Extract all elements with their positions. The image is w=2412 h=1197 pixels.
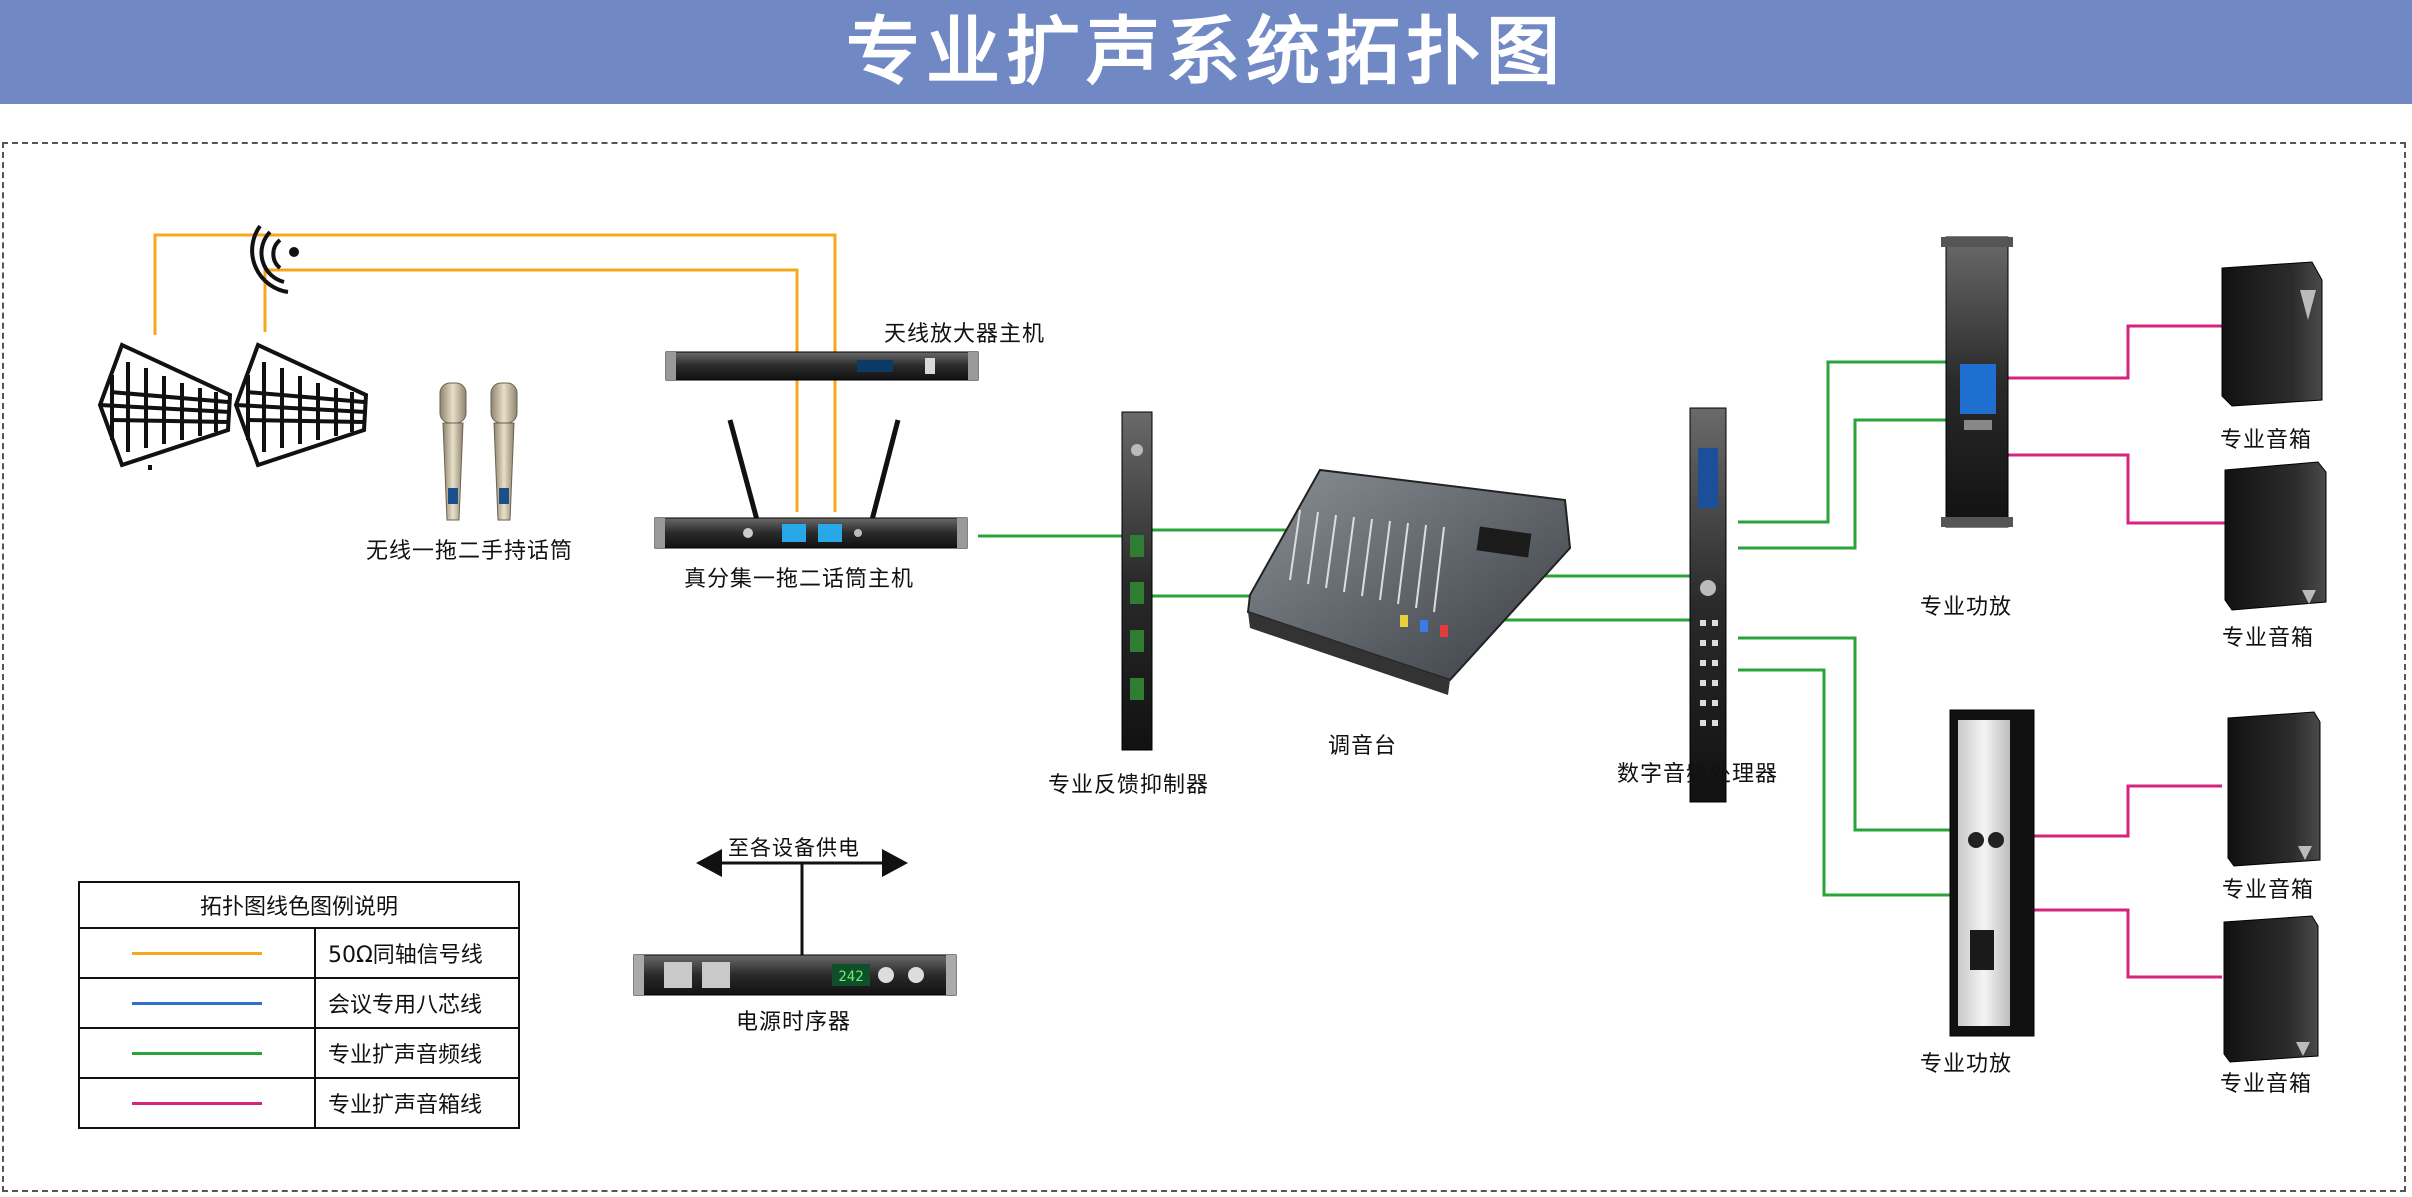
legend-swatch-speaker <box>132 1101 262 1105</box>
mixer-device <box>1246 468 1572 695</box>
legend-row: 会议专用八芯线 <box>78 977 520 1029</box>
label-amp-2: 专业功放 <box>1920 1052 2013 1077</box>
legend-swatch-audio <box>132 1051 262 1055</box>
coax-line-antenna-2 <box>263 268 799 512</box>
legend-swatch-coax <box>132 951 262 955</box>
audio-line-dsp-to-amp2-b <box>1738 668 1950 897</box>
label-mixer: 调音台 <box>1328 734 1398 759</box>
speaker-4-icon <box>2223 915 2319 1063</box>
power-double-arrow-icon <box>696 849 908 955</box>
label-power-supply-note: 至各设备供电 <box>728 836 860 860</box>
audio-lines <box>978 360 1950 897</box>
mic-receiver-device <box>654 419 968 549</box>
speaker-line-4 <box>2034 908 2222 979</box>
legend-label: 专业扩声音箱线 <box>314 1077 520 1129</box>
legend-row: 专业扩声音频线 <box>78 1027 520 1079</box>
legend-table: 拓扑图线色图例说明 50Ω同轴信号线 会议专用八芯线 专业扩声音频线 专业扩声音… <box>78 881 520 1129</box>
legend-swatch-conference <box>132 1001 262 1005</box>
audio-line-dsp-to-amp1-a <box>1738 360 1946 524</box>
amplifier-2-device <box>1949 709 2035 1037</box>
feedback-suppressor-device <box>1121 411 1153 751</box>
power-sequencer-display: 242 <box>838 969 863 985</box>
label-handheld-mics: 无线一拖二手持话筒 <box>366 539 574 564</box>
label-amp-1: 专业功放 <box>1920 595 2013 620</box>
audio-line-dsp-to-amp2-a <box>1738 636 1950 832</box>
speaker-line-1 <box>2008 324 2222 380</box>
label-speaker-4: 专业音箱 <box>2220 1072 2313 1097</box>
legend-label: 会议专用八芯线 <box>314 977 520 1029</box>
handheld-mic-2-icon <box>490 382 518 521</box>
label-dsp: 数字音频处理器 <box>1617 762 1779 787</box>
amplifier-1-device <box>1941 236 2013 528</box>
diagram-frame <box>2 142 2406 1192</box>
dsp-device <box>1689 407 1727 803</box>
power-sequencer-device: 242 <box>633 954 957 996</box>
legend-label: 50Ω同轴信号线 <box>314 927 520 979</box>
label-speaker-1: 专业音箱 <box>2220 428 2313 453</box>
wireless-signal-icon <box>250 224 299 294</box>
title-bar: 专业扩声系统拓扑图 <box>0 0 2412 104</box>
speaker-line-2 <box>2008 453 2225 525</box>
label-feedback-suppressor: 专业反馈抑制器 <box>1048 773 1210 798</box>
label-mic-receiver: 真分集一拖二话筒主机 <box>684 567 915 592</box>
antenna-amplifier-device <box>665 351 979 381</box>
label-power-sequencer: 电源时序器 <box>736 1010 852 1035</box>
label-speaker-3: 专业音箱 <box>2222 878 2315 903</box>
page-title: 专业扩声系统拓扑图 <box>846 9 1566 95</box>
speaker-2-icon <box>2224 461 2327 611</box>
handheld-mic-1-icon <box>439 382 467 521</box>
speaker-1-icon <box>2221 261 2323 407</box>
legend-label: 专业扩声音频线 <box>314 1027 520 1079</box>
legend-row: 专业扩声音箱线 <box>78 1077 520 1129</box>
label-speaker-2: 专业音箱 <box>2222 626 2315 651</box>
speaker-line-3 <box>2034 784 2222 838</box>
antenna-left-icon <box>97 342 233 470</box>
label-antenna-amp: 天线放大器主机 <box>884 322 1046 347</box>
legend-row: 50Ω同轴信号线 <box>78 927 520 979</box>
legend-title: 拓扑图线色图例说明 <box>78 881 520 929</box>
audio-line-dsp-to-amp1-b <box>1738 418 1946 550</box>
speaker-lines <box>2008 324 2225 979</box>
antenna-right-icon <box>233 342 369 468</box>
speaker-3-icon <box>2227 711 2321 867</box>
